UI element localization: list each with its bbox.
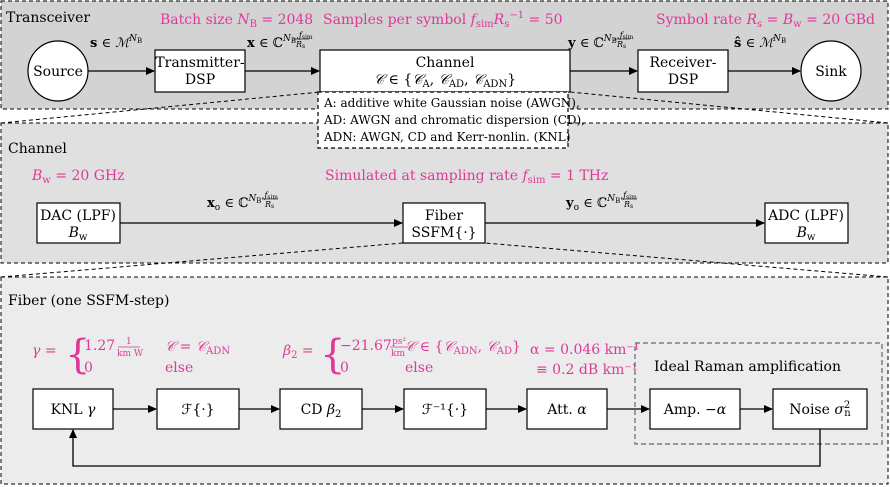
zoom-line-right-1 <box>569 91 889 124</box>
x-frac-den: Rs <box>295 40 305 50</box>
symbol-rate-label: Symbol rate Rs = Bw = 20 GBd <box>656 12 875 30</box>
zoom-line-left-1 <box>0 91 321 124</box>
amp-label: Amp. −α <box>663 402 727 418</box>
xo-signal-label: xo ∈ ℂNB·fsim <box>207 191 278 213</box>
y-signal-label: y ∈ ℂNB·fsim <box>567 31 634 51</box>
att-label: Att. α <box>546 402 587 418</box>
att-block <box>526 388 608 430</box>
zoom-line-right-2 <box>484 242 889 278</box>
alpha-line2: ≡ 0.2 dB km⁻¹ <box>536 362 637 378</box>
dac-line2: Bw <box>68 225 88 243</box>
sink-label: Sink <box>815 64 847 80</box>
knl-block <box>32 388 114 430</box>
transceiver-title: Transceiver <box>6 10 90 26</box>
legend-line-ad: AD: AWGN and chromatic dispersion (CD), <box>323 113 585 127</box>
beta-case2-cond: else <box>405 360 433 376</box>
gamma-unit-den: km W <box>117 349 144 359</box>
gamma-unit-num: 1 <box>126 337 132 347</box>
knl-label: KNL γ <box>51 402 96 418</box>
samples-per-symbol-label: Samples per symbol fsimRs−1 = 50 <box>323 10 563 30</box>
gamma-case2-cond: else <box>165 360 193 376</box>
legend-line-adn: ADN: AWGN, CD and Kerr-nonlin. (KNL) <box>323 130 570 144</box>
adc-line1: ADC (LPF) <box>767 208 844 224</box>
beta-unit-num: ps² <box>392 337 406 347</box>
beta-unit-den: km <box>391 349 405 359</box>
fft-block <box>156 388 240 430</box>
shat-signal-label: ŝ ∈ ℳNB <box>734 34 786 51</box>
fiber-line1: Fiber <box>425 208 463 224</box>
cd-label: CD β2 <box>301 402 342 420</box>
gamma-lhs: γ = <box>32 343 57 359</box>
adc-line2: Bw <box>796 225 816 243</box>
y-frac-den: Rs <box>616 40 626 50</box>
s-signal-label: s ∈ ℳNB <box>90 34 142 51</box>
fiber-line2: SSFM{·} <box>411 225 476 241</box>
alpha-line1: α = 0.046 km⁻¹ <box>530 342 639 358</box>
bandwidth-label: Bw = 20 GHz <box>31 168 125 186</box>
adc-block <box>764 202 849 244</box>
sim-rate-label: Simulated at sampling rate fsim = 1 THz <box>325 168 608 186</box>
receiver-dsp-block <box>637 49 729 93</box>
channel-block <box>319 49 571 93</box>
raman-title: Ideal Raman amplification <box>654 359 841 375</box>
source-label: Source <box>33 64 83 80</box>
xo-frac-den: Rs <box>264 200 274 210</box>
zoom-line-left-2 <box>0 242 404 278</box>
fiber-block <box>402 202 486 244</box>
yo-frac-den: Rs <box>623 200 633 210</box>
beta-case2-val: 0 <box>340 360 349 376</box>
gamma-case2-val: 0 <box>84 360 93 376</box>
beta-brace: { <box>320 332 345 378</box>
sink-node <box>800 40 862 102</box>
receiver-dsp-line1: Receiver- <box>649 55 716 71</box>
fiber-panel <box>0 276 889 485</box>
raman-group <box>634 342 883 445</box>
gamma-case1-val: 1.27 <box>84 338 115 354</box>
gamma-brace: { <box>65 332 90 378</box>
fft-label: ℱ{·} <box>181 402 214 418</box>
dac-line1: DAC (LPF) <box>40 208 116 224</box>
beta-lhs: β2 = <box>282 343 314 361</box>
channel-panel-title: Channel <box>8 141 67 157</box>
fiber-panel-title: Fiber (one SSFM-step) <box>8 293 169 309</box>
beta-case1-val: −21.67 <box>340 338 392 354</box>
batch-size-label: Batch size NB = 2048 <box>160 12 313 30</box>
legend-line-a: A: additive white Gaussian noise (AWGN), <box>323 96 580 110</box>
transmitter-dsp-line2: DSP <box>185 72 215 88</box>
feedback-loop-arrow <box>69 429 821 467</box>
channel-legend-box <box>317 91 569 149</box>
beta-case1-cond: 𝒞 ∈ {𝒞ADN, 𝒞AD} <box>405 339 521 357</box>
ifft-label: ℱ⁻¹{·} <box>422 402 468 418</box>
cd-block <box>279 388 363 430</box>
channel-block-title: Channel <box>416 55 475 71</box>
transmitter-dsp-block <box>154 49 246 93</box>
transmitter-dsp-line1: Transmitter- <box>155 55 245 71</box>
channel-block-set: 𝒞 ∈ {𝒞A, 𝒞AD, 𝒞ADN} <box>374 72 516 90</box>
receiver-dsp-line2: DSP <box>668 72 698 88</box>
gamma-case1-cond: 𝒞 = 𝒞ADN <box>165 339 230 357</box>
